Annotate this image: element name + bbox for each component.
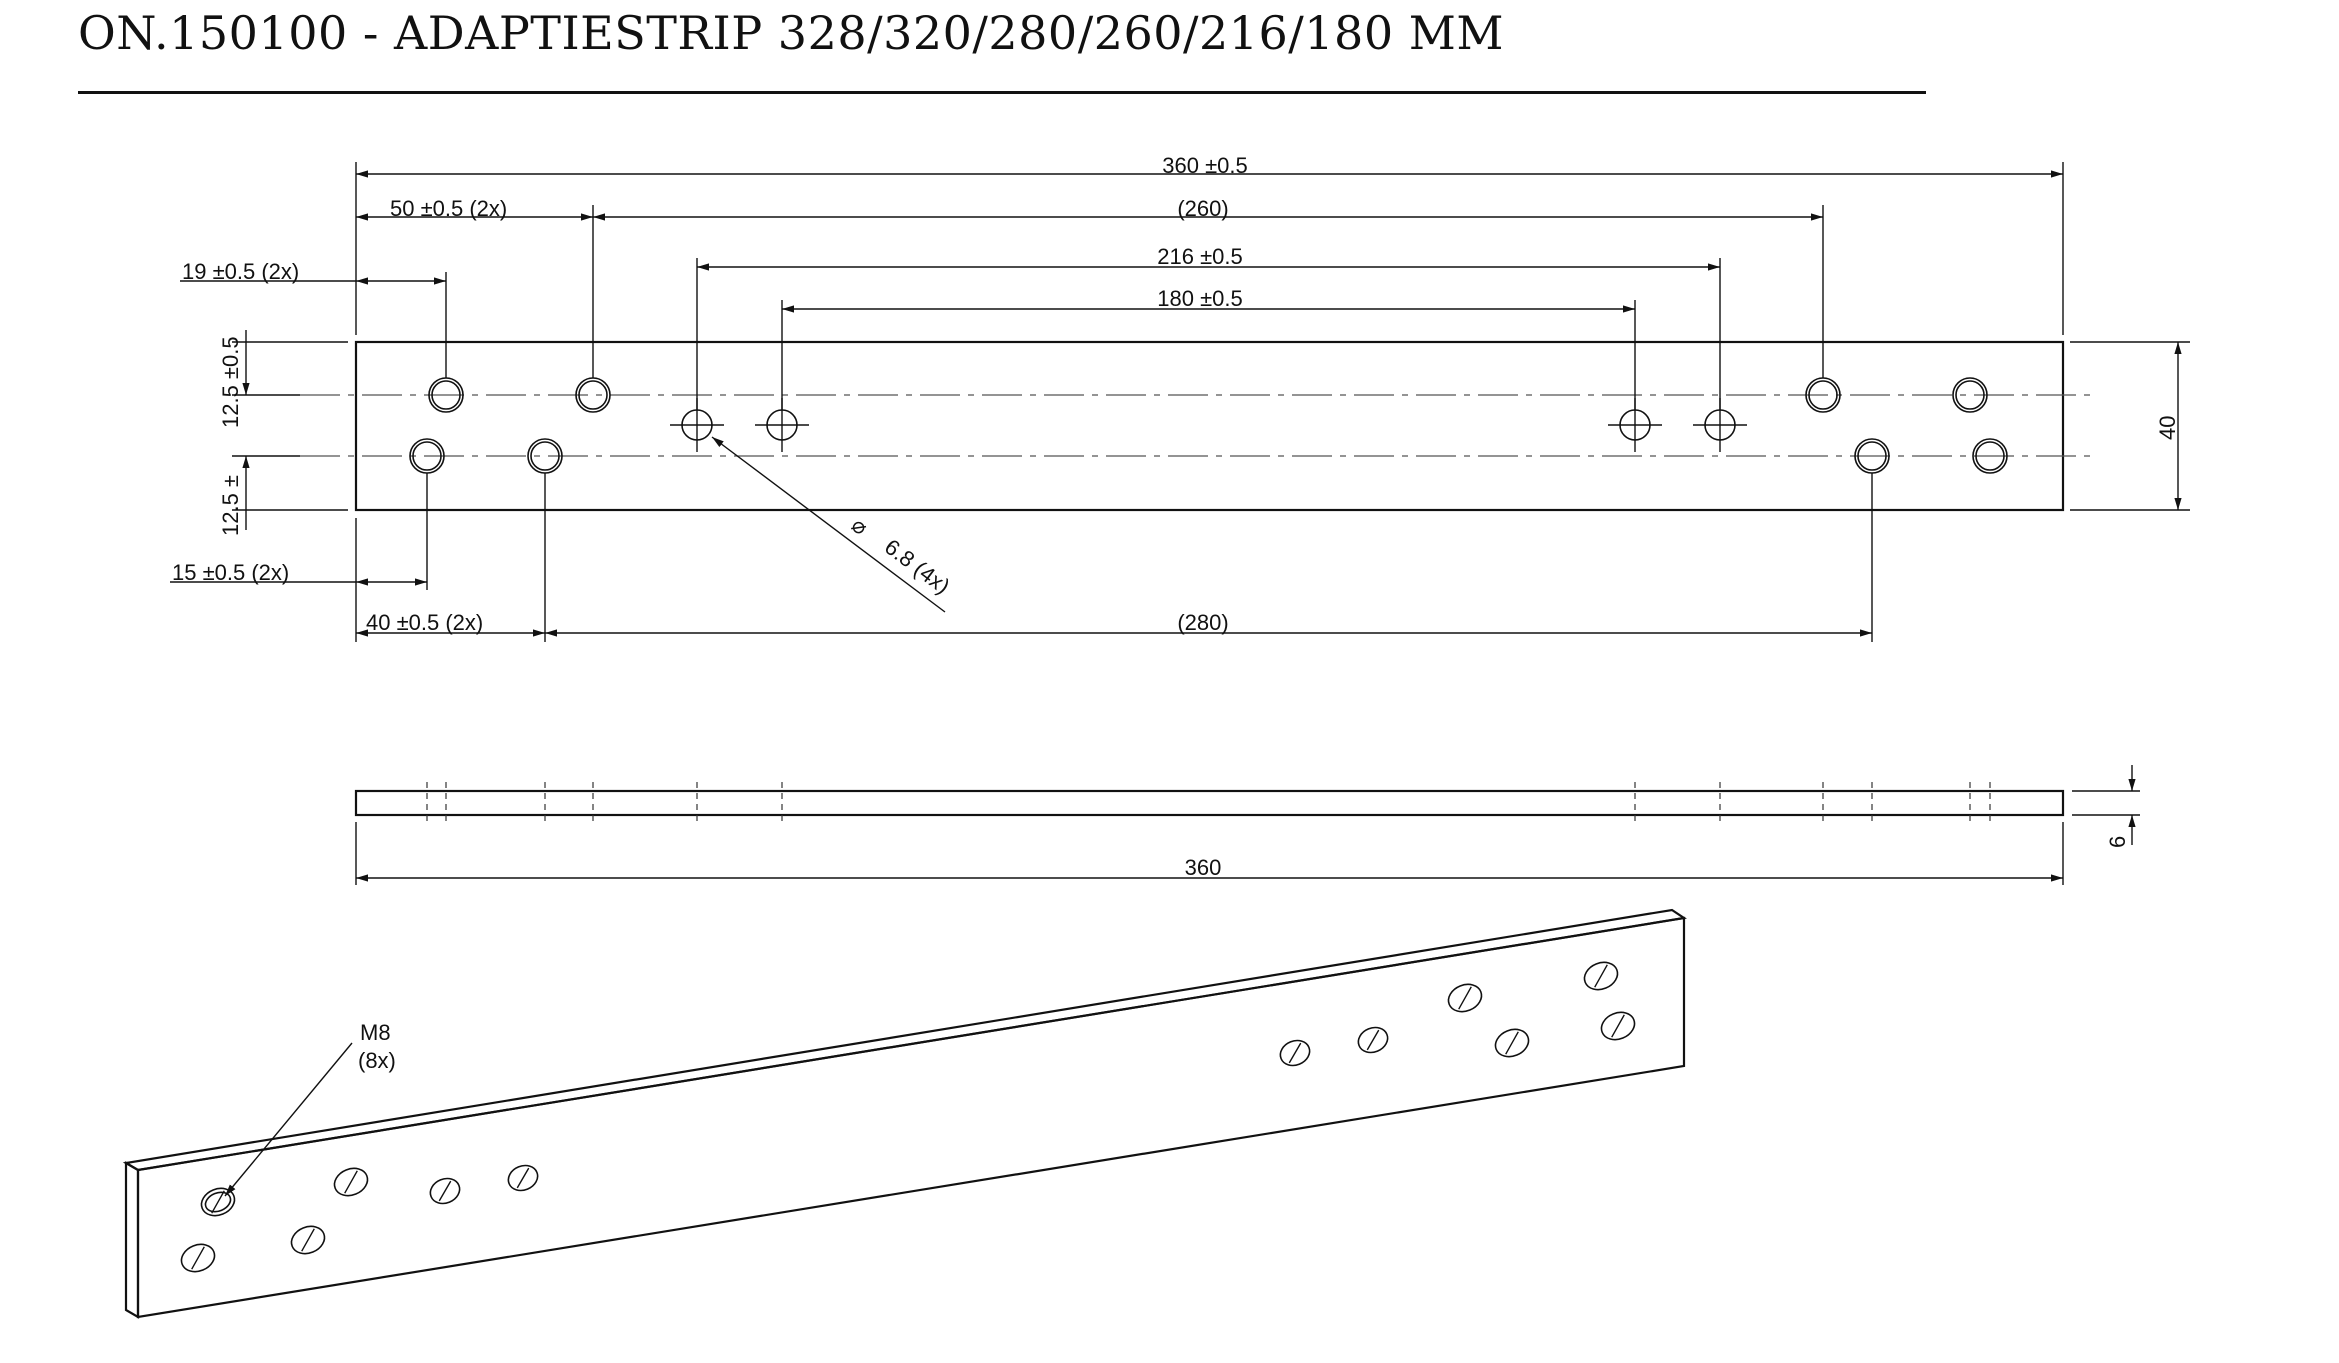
drawing-title: ON.150100 - ADAPTIESTRIP 328/320/280/260… <box>78 6 1504 60</box>
front-view-outline <box>354 340 2065 512</box>
threaded-hole <box>429 1177 461 1205</box>
side-view-outline <box>354 789 2065 817</box>
mid-hole-row <box>670 398 1747 452</box>
side-view: 360 6 <box>354 765 2140 885</box>
lower-hole-row <box>409 438 2008 474</box>
front-view: 360 ±0.5 50 ±0.5 (2x) (260) 216 ±0.5 180… <box>170 153 2190 642</box>
isometric-view: M8 (8x) <box>122 908 1687 1319</box>
iso-front-face <box>136 916 1686 1319</box>
thread-count: (8x) <box>358 1048 396 1073</box>
dim-180-label: 180 ±0.5 <box>1157 286 1242 311</box>
threaded-hole <box>1357 1026 1389 1054</box>
dim-12-5-bottom-label: 12.5 ± <box>218 475 243 536</box>
dim-overall-label: 360 ±0.5 <box>1162 153 1247 178</box>
threaded-hole <box>1447 983 1483 1013</box>
thread-label: M8 <box>360 1020 391 1045</box>
dim-19-label: 19 ±0.5 (2x) <box>182 259 299 284</box>
threaded-hole <box>200 1187 236 1217</box>
hidden-hole-lines <box>426 782 1991 825</box>
dim-12-5-top-label: 12.5 ±0.5 <box>218 336 243 428</box>
dim-height-label: 40 <box>2155 416 2180 440</box>
dim-280-label: (280) <box>1177 610 1228 635</box>
threaded-hole <box>1494 1028 1530 1058</box>
threaded-hole <box>507 1164 539 1192</box>
hole-diameter-label: 6.8 (4x) <box>880 534 955 599</box>
dim-260-label: (260) <box>1177 196 1228 221</box>
iso-end-face <box>124 1161 140 1319</box>
threaded-hole <box>333 1167 369 1197</box>
iso-thread-holes <box>180 961 1636 1273</box>
dim-thickness-label: 6 <box>2105 836 2130 848</box>
hole <box>1952 377 1988 413</box>
dim-length-label: 360 <box>1185 855 1222 880</box>
upper-hole-row <box>428 377 1988 413</box>
hole-diameter-leader <box>711 436 946 613</box>
threaded-hole <box>1583 961 1619 991</box>
dim-15-label: 15 ±0.5 (2x) <box>172 560 289 585</box>
threaded-hole <box>1279 1039 1311 1067</box>
extension-lines <box>232 162 2190 642</box>
dim-40-label: 40 ±0.5 (2x) <box>366 610 483 635</box>
hole <box>1972 438 2008 474</box>
threaded-hole <box>290 1225 326 1255</box>
dim-50-label: 50 ±0.5 (2x) <box>390 196 507 221</box>
dim-216-label: 216 ±0.5 <box>1157 244 1242 269</box>
threaded-hole <box>180 1243 216 1273</box>
hole-diameter-symbol: ⌀ <box>847 512 873 540</box>
title-underline <box>78 91 1926 94</box>
thread-leader <box>224 1042 353 1197</box>
threaded-hole <box>1600 1011 1636 1041</box>
